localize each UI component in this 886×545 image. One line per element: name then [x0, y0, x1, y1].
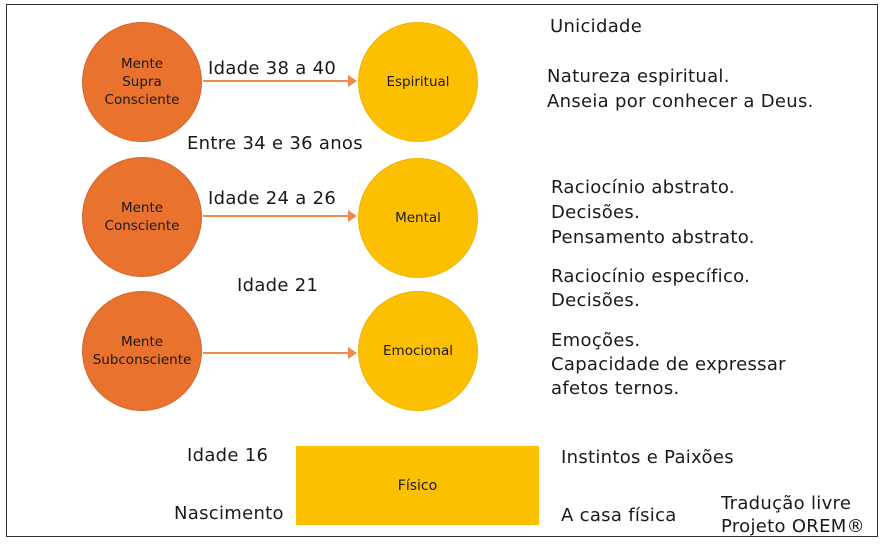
mental-circle: Mental: [358, 158, 478, 278]
mind-line: Consciente: [104, 92, 180, 108]
mental-desc-2: Decisões.: [551, 202, 641, 223]
emotional-desc-2: Capacidade de expressar: [551, 354, 786, 375]
physical-label: Físico: [397, 477, 438, 494]
mind-line: Subconsciente: [92, 352, 192, 368]
mental-desc-1: Raciocínio abstrato.: [551, 177, 735, 198]
age-21-label: Idade 21: [237, 275, 319, 296]
mind-line: Mente: [120, 200, 164, 216]
instincts-label: Instintos e Paixões: [561, 447, 734, 468]
credit-line-2: Projeto OREM®: [721, 516, 865, 537]
birth-label: Nascimento: [174, 503, 284, 524]
spiritual-desc-1: Natureza espiritual.: [547, 66, 730, 87]
unicidade-label: Unicidade: [550, 16, 643, 37]
spiritual-label: Espiritual: [386, 74, 450, 90]
arrow-subconscious-to-emotional: [203, 347, 357, 359]
spiritual-circle: Espiritual: [358, 22, 478, 142]
mind-supra-conscious-circle: Mente Supra Consciente: [82, 22, 202, 142]
mind-subconscious-circle: Mente Subconsciente: [82, 291, 202, 411]
mind-line: Mente: [120, 334, 164, 350]
age-24-26-label: Idade 24 a 26: [208, 188, 337, 209]
mind-line: Consciente: [104, 218, 180, 234]
diagram-frame: [6, 4, 878, 537]
physical-box: Físico: [296, 446, 539, 525]
physical-house-label: A casa física: [561, 505, 677, 526]
age-34-36-label: Entre 34 e 36 anos: [187, 133, 363, 154]
emotional-desc-3: afetos ternos.: [551, 378, 680, 399]
mind-line: Supra: [122, 74, 162, 90]
age-21-desc-2: Decisões.: [551, 290, 641, 311]
age-21-desc-1: Raciocínio específico.: [551, 266, 751, 287]
mental-desc-3: Pensamento abstrato.: [551, 227, 755, 248]
mental-label: Mental: [395, 210, 441, 226]
emotional-desc-1: Emoções.: [551, 330, 641, 351]
age-16-label: Idade 16: [187, 445, 269, 466]
age-38-40-label: Idade 38 a 40: [208, 58, 337, 79]
arrow-supra-to-spiritual: [203, 75, 357, 87]
emotional-label: Emocional: [383, 343, 453, 359]
emotional-circle: Emocional: [358, 291, 478, 411]
credit-line-1: Tradução livre: [721, 493, 852, 514]
arrow-conscious-to-mental: [203, 210, 357, 222]
spiritual-desc-2: Anseia por conhecer a Deus.: [547, 91, 814, 112]
mind-conscious-circle: Mente Consciente: [82, 157, 202, 277]
mind-line: Mente: [120, 56, 164, 72]
